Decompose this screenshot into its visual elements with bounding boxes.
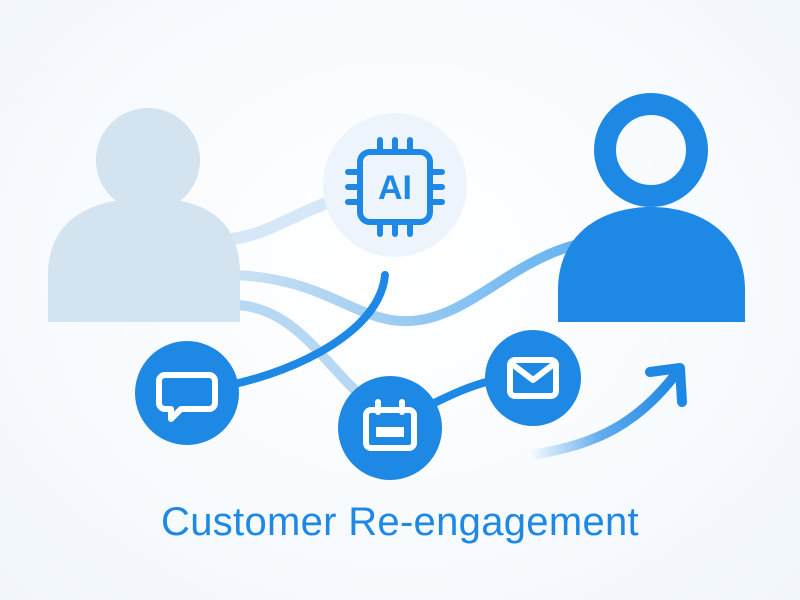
growth-arrow-icon	[525, 363, 687, 460]
calendar-icon	[338, 376, 442, 480]
active-user-icon	[558, 93, 745, 322]
flow-line-ai-to-chat	[226, 271, 389, 389]
ai-chip-icon	[345, 137, 445, 237]
ai-chip-node: AI	[323, 113, 467, 257]
chat-icon	[135, 341, 239, 445]
caption-title: Customer Re-engagement	[161, 500, 639, 544]
flow-line-to-ai	[219, 194, 341, 246]
faded-user-icon	[48, 108, 240, 322]
ai-chip-label: AI	[378, 169, 412, 207]
flow-line-to-active-user	[220, 235, 605, 327]
email-icon	[485, 330, 581, 426]
